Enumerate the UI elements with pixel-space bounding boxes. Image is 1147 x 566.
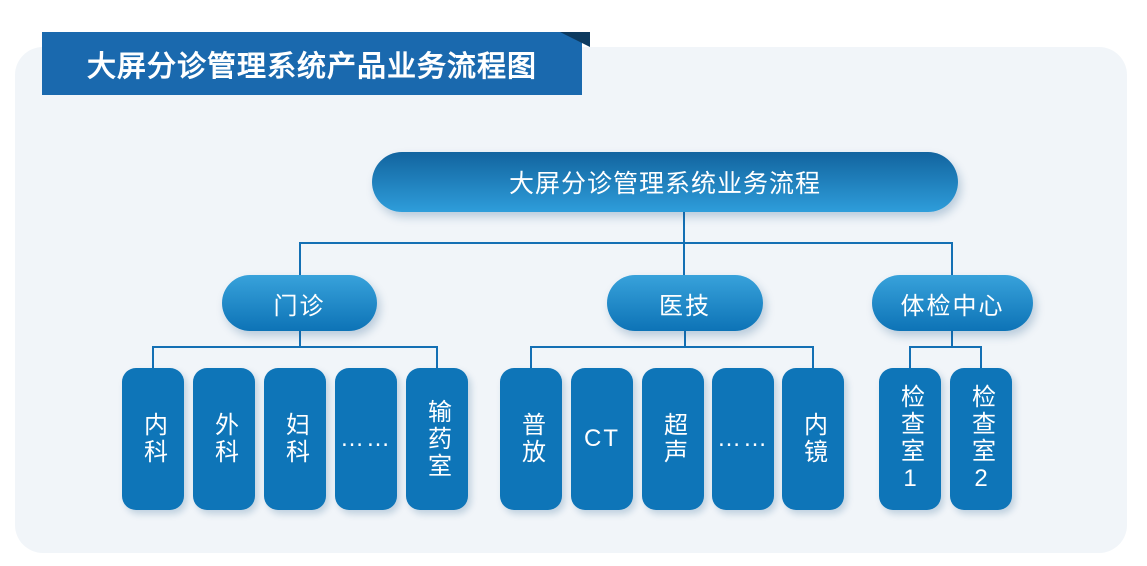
leaf-internal-medicine-label: 内科 (139, 412, 167, 466)
leaf-exam-room-2: 检查室2 (950, 368, 1012, 510)
connector-line (299, 242, 953, 244)
leaf-pharmacy-room-label: 输药室 (423, 398, 451, 480)
title-banner: 大屏分诊管理系统产品业务流程图 (42, 32, 582, 95)
connector-line (683, 242, 685, 275)
branch-outpatient: 门诊 (222, 275, 377, 331)
branch-medical-tech-label: 医技 (659, 292, 711, 320)
connector-line (530, 346, 814, 348)
connector-line (683, 212, 685, 244)
connector-line (812, 346, 814, 368)
leaf-radiology: 普放 (500, 368, 562, 510)
leaf-ellipsis-outpatient: …… (335, 368, 397, 510)
leaf-ultrasound: 超声 (642, 368, 704, 510)
leaf-pharmacy-room: 输药室 (406, 368, 468, 510)
connector-line (684, 331, 686, 347)
leaf-ct-label: CT (584, 425, 620, 452)
connector-line (299, 331, 301, 347)
leaf-exam-room-1: 检查室1 (879, 368, 941, 510)
leaf-ellipsis-medtech-label: …… (717, 425, 769, 452)
leaf-ellipsis-outpatient-label: …… (340, 425, 392, 452)
leaf-surgery: 外科 (193, 368, 255, 510)
connector-line (980, 346, 982, 368)
leaf-endoscopy-label: 内镜 (799, 412, 827, 466)
branch-exam-center: 体检中心 (872, 275, 1033, 331)
leaf-ultrasound-label: 超声 (659, 412, 687, 466)
leaf-exam-room-2-label: 检查室2 (967, 383, 995, 495)
page-title: 大屏分诊管理系统产品业务流程图 (86, 50, 537, 83)
leaf-surgery-label: 外科 (210, 412, 238, 466)
branch-medical-tech: 医技 (607, 275, 763, 331)
connector-line (152, 346, 438, 348)
connector-line (530, 346, 532, 368)
connector-line (152, 346, 154, 368)
connector-line (909, 346, 982, 348)
connector-line (436, 346, 438, 368)
connector-line (951, 331, 953, 347)
connector-line (909, 346, 911, 368)
leaf-radiology-label: 普放 (517, 412, 545, 466)
leaf-endoscopy: 内镜 (782, 368, 844, 510)
root-node-label: 大屏分诊管理系统业务流程 (508, 170, 821, 198)
leaf-gynecology-label: 妇科 (281, 412, 309, 466)
leaf-exam-room-1-label: 检查室1 (896, 383, 924, 495)
leaf-gynecology: 妇科 (264, 368, 326, 510)
root-node: 大屏分诊管理系统业务流程 (372, 152, 958, 212)
leaf-internal-medicine: 内科 (122, 368, 184, 510)
connector-line (299, 242, 301, 275)
branch-outpatient-label: 门诊 (273, 292, 326, 320)
leaf-ct: CT (571, 368, 633, 510)
leaf-ellipsis-medtech: …… (712, 368, 774, 510)
branch-exam-center-label: 体检中心 (900, 292, 1005, 320)
connector-line (951, 242, 953, 275)
